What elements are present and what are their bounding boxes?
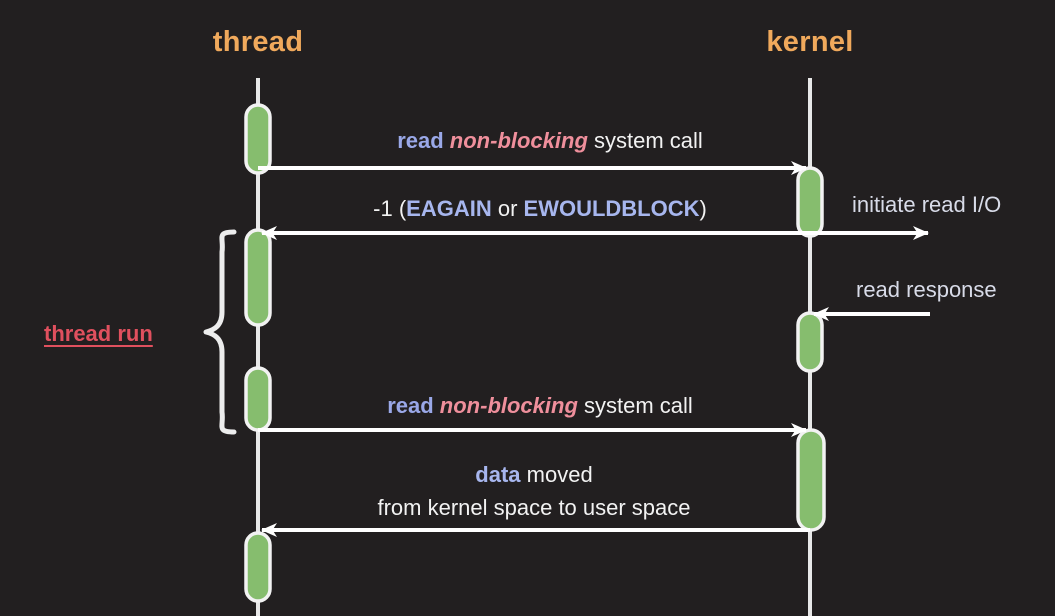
text-or: or: [491, 196, 524, 221]
keyword-non-blocking: non-blocking: [449, 128, 588, 153]
activation-thread-1: [244, 103, 272, 175]
keyword-read: read: [387, 393, 434, 418]
activation-thread-3: [244, 366, 272, 432]
activation-kernel-2: [796, 311, 824, 373]
text-moved: moved: [526, 462, 593, 487]
keyword-read: read: [397, 128, 444, 153]
participant-label-kernel: kernel: [766, 26, 854, 58]
message-label-data-moved-line1: data moved: [475, 462, 592, 488]
message-label-data-moved-line2: from kernel space to user space: [377, 495, 691, 520]
errno-ewouldblock: EWOULDBLOCK: [523, 196, 700, 221]
thread-run-brace-shape: [203, 229, 237, 435]
keyword-data: data: [475, 462, 521, 487]
text-minus-one-open: -1 (: [373, 196, 407, 221]
message-label-read-nonblocking-1: read non-blocking system call: [397, 128, 703, 154]
note-initiate-read-io: initiate read I/O: [852, 192, 1002, 217]
activation-thread-2: [244, 228, 272, 327]
message-label-eagain-return: -1 (EAGAIN or EWOULDBLOCK): [373, 196, 707, 222]
activation-kernel-1: [796, 166, 824, 238]
keyword-non-blocking: non-blocking: [439, 393, 578, 418]
note-read-response: read response: [856, 277, 997, 302]
activation-kernel-3: [796, 428, 826, 532]
text-close-paren: ): [699, 196, 707, 221]
participant-label-thread: thread: [212, 26, 304, 58]
text-system-call: system call: [594, 128, 703, 153]
text-system-call: system call: [584, 393, 693, 418]
brace-label-thread-run: thread run: [44, 321, 153, 346]
errno-eagain: EAGAIN: [406, 196, 492, 221]
activation-thread-4: [244, 531, 272, 603]
message-label-read-nonblocking-2: read non-blocking system call: [387, 393, 693, 419]
